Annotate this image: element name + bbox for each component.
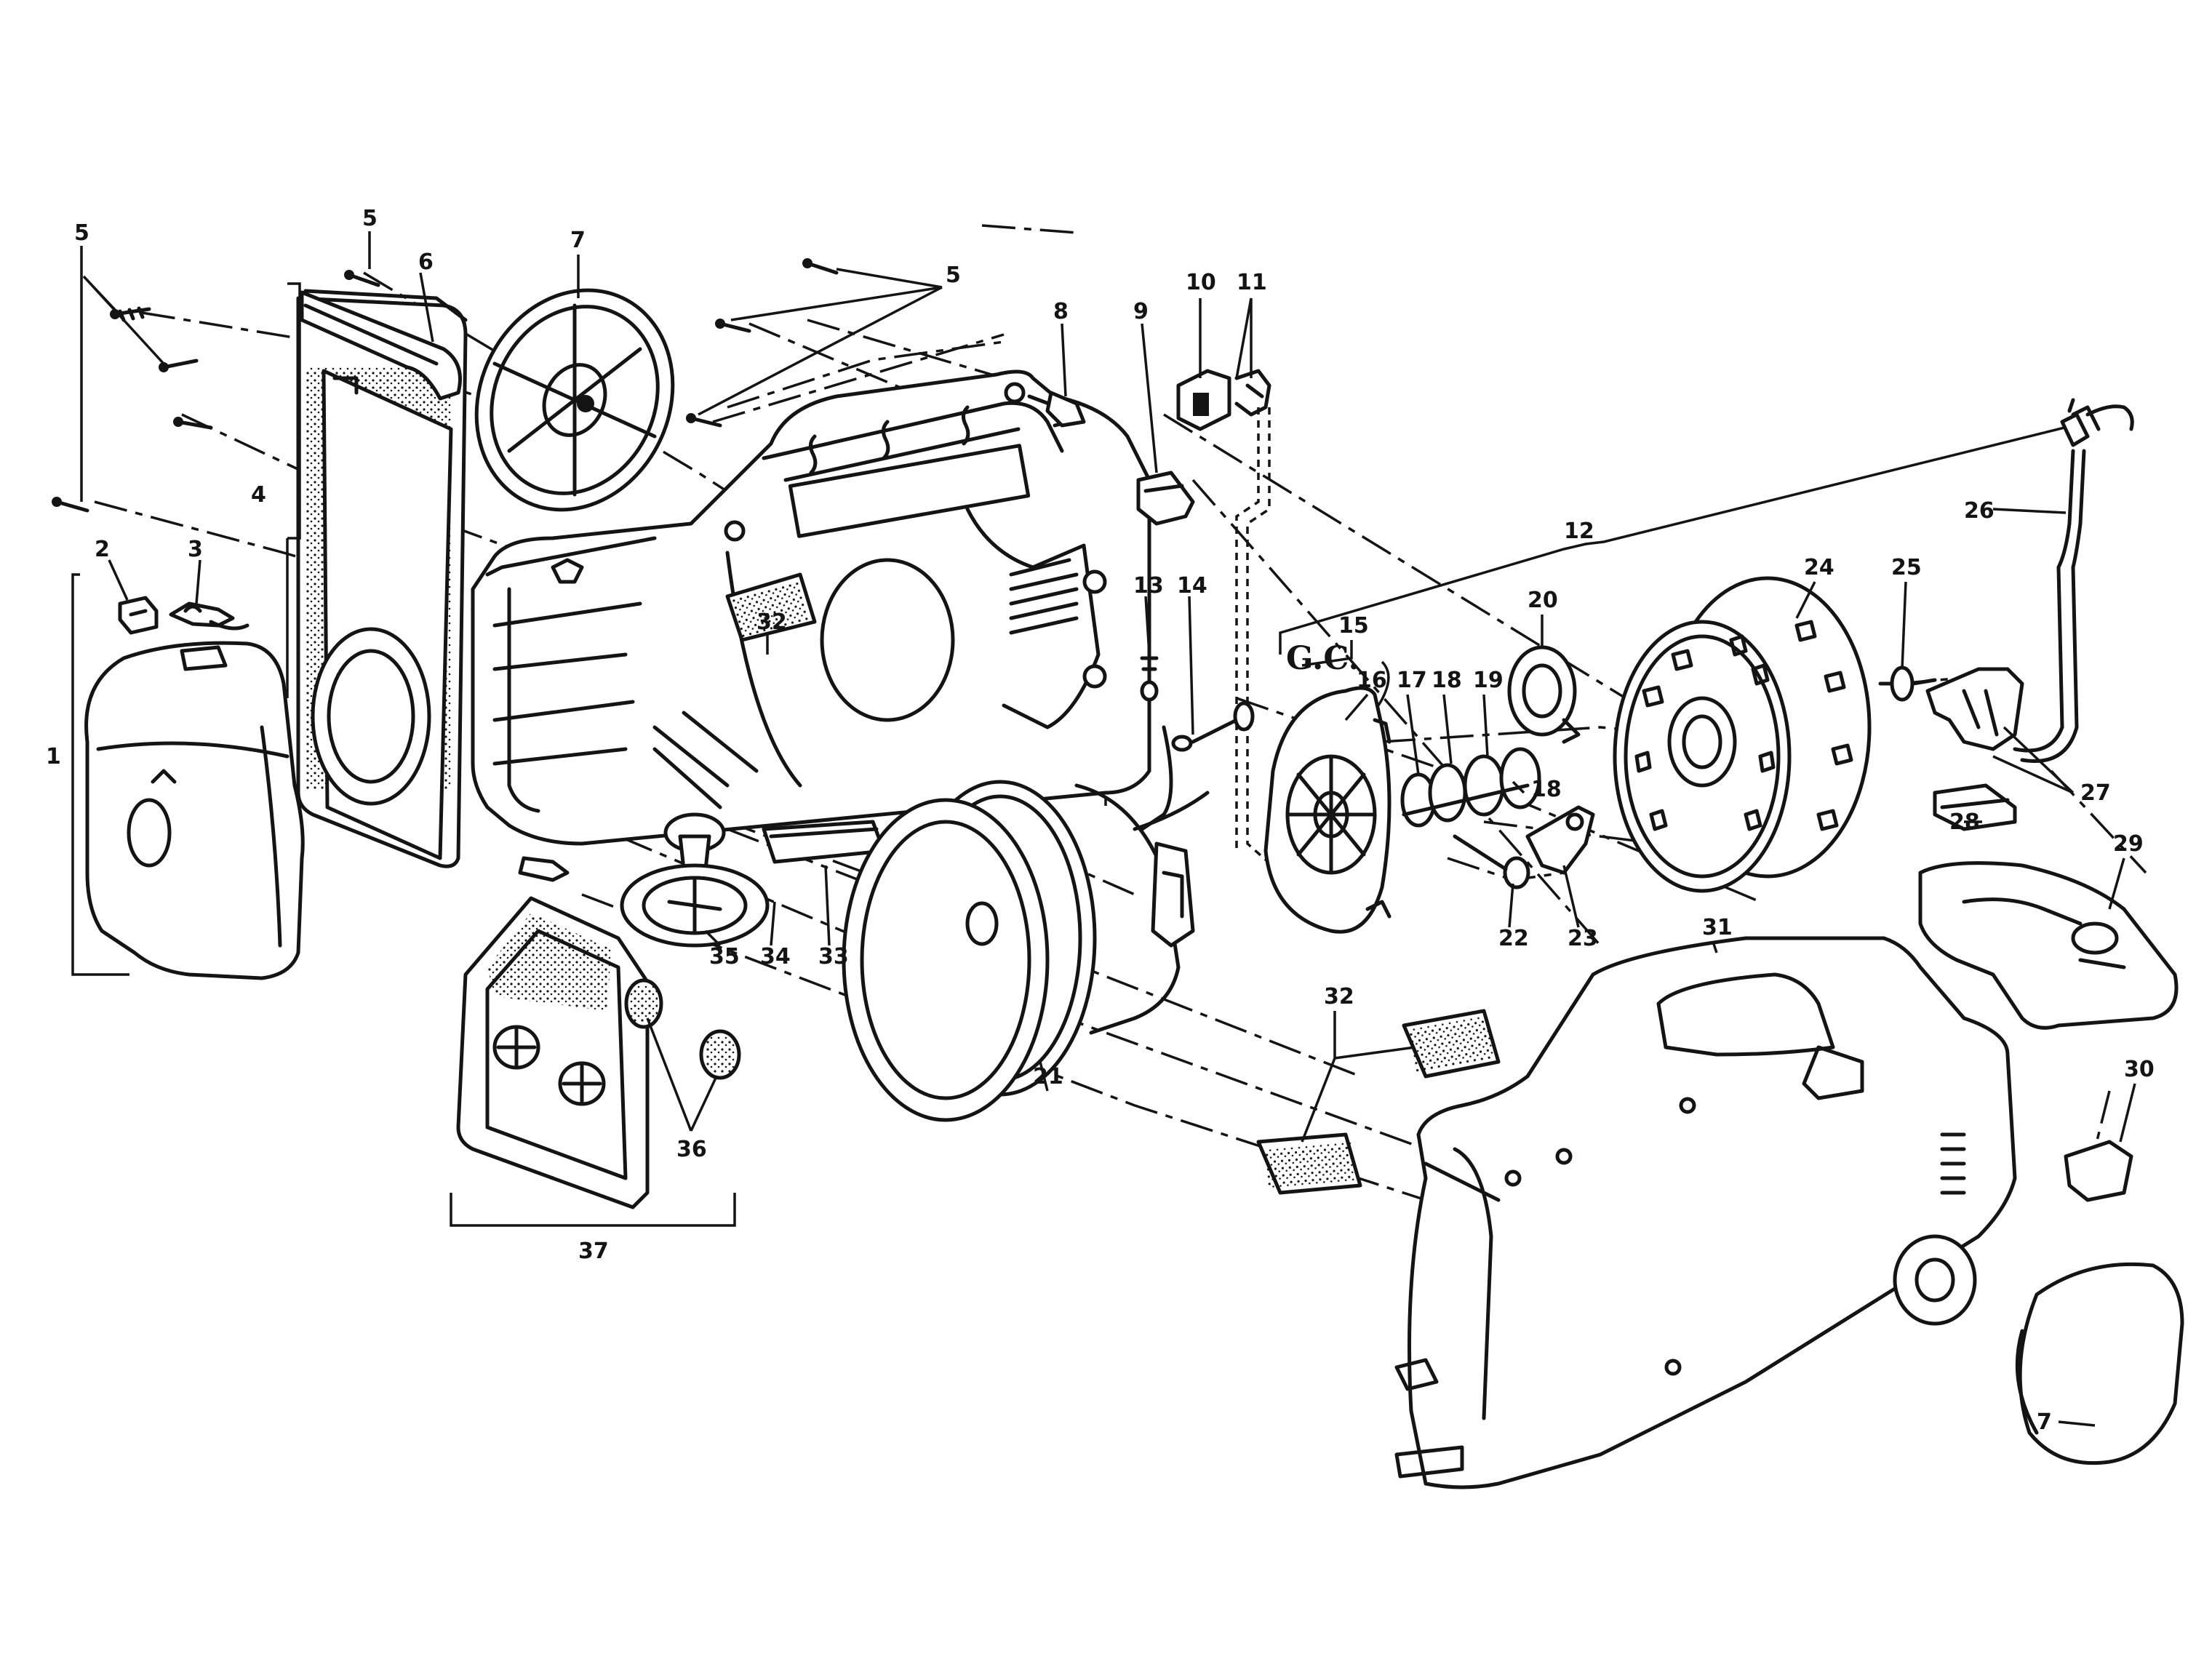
callout-36: 36 bbox=[676, 1137, 707, 1162]
part-25-axle bbox=[1878, 665, 1937, 702]
callout-19: 19 bbox=[1473, 668, 1504, 693]
leader-lines bbox=[71, 231, 2136, 1427]
callout-23: 23 bbox=[1568, 926, 1598, 951]
part-7-wheel-bottom bbox=[2015, 1262, 2184, 1465]
part-11-switch-bracket bbox=[1234, 369, 1271, 417]
part-36-caps bbox=[624, 978, 741, 1080]
part-7-wheel-top bbox=[474, 288, 675, 512]
callout-1: 1 bbox=[46, 744, 61, 769]
callout-11: 11 bbox=[1237, 270, 1267, 295]
callout-18a: 18 bbox=[1432, 668, 1462, 693]
part-24-cord-reel bbox=[1613, 576, 1872, 893]
callout-26: 26 bbox=[1964, 498, 1995, 524]
callout-9: 9 bbox=[1133, 299, 1149, 324]
parts-17-19-contacts bbox=[1400, 747, 1541, 828]
part-13-screw bbox=[1140, 652, 1159, 702]
part-28-clip bbox=[1933, 783, 2017, 831]
callout-25: 25 bbox=[1891, 555, 1922, 580]
part-22-spring bbox=[1453, 834, 1530, 889]
callout-2: 2 bbox=[95, 537, 110, 562]
callout-5b: 5 bbox=[362, 206, 378, 231]
part-30-small-part bbox=[2064, 1140, 2133, 1202]
callout-28: 28 bbox=[1949, 809, 1980, 835]
callout-16: 16 bbox=[1357, 668, 1387, 693]
part-3-spring bbox=[169, 601, 249, 631]
callout-4: 4 bbox=[251, 482, 266, 508]
callout-12: 12 bbox=[1564, 519, 1594, 544]
callout-29: 29 bbox=[2113, 831, 2144, 857]
part-2-clip bbox=[118, 596, 159, 635]
part-33-filter-block bbox=[762, 820, 886, 864]
part-21-motor bbox=[842, 780, 1210, 1122]
part-16-reel-plate bbox=[1263, 686, 1392, 934]
part-29-handle-socket bbox=[1918, 861, 2179, 1030]
callout-17: 17 bbox=[1397, 668, 1427, 693]
callout-6: 6 bbox=[418, 249, 434, 275]
callout-30: 30 bbox=[2124, 1057, 2155, 1082]
callout-14: 14 bbox=[1177, 573, 1207, 599]
part-6-rail bbox=[300, 290, 462, 401]
part-26-cord-plug bbox=[2013, 398, 2134, 763]
part-23-arm bbox=[1525, 805, 1595, 875]
part-32-upper-brush bbox=[725, 572, 817, 642]
callout-37: 37 bbox=[578, 1239, 609, 1264]
callout-18b: 18 bbox=[1531, 777, 1562, 802]
callout-22: 22 bbox=[1498, 926, 1529, 951]
callout-33: 33 bbox=[818, 944, 849, 969]
part-31-base-body bbox=[1394, 936, 2017, 1489]
callout-13: 13 bbox=[1133, 573, 1164, 599]
callout-7b: 7 bbox=[2037, 1409, 2052, 1435]
callout-24: 24 bbox=[1804, 555, 1834, 580]
callout-15: 15 bbox=[1338, 613, 1369, 639]
callout-labels: 1 2 3 4 5 5 5 6 7 7 8 9 10 11 12 13 14 1… bbox=[46, 206, 2155, 1435]
callout-34: 34 bbox=[760, 944, 791, 969]
part-10-switch bbox=[1176, 369, 1231, 431]
callout-32a: 32 bbox=[756, 609, 787, 635]
part-37-rear-panel bbox=[456, 896, 650, 1209]
callout-7a: 7 bbox=[570, 228, 586, 253]
part-4-filter-frame bbox=[296, 289, 468, 868]
callout-3: 3 bbox=[188, 537, 203, 562]
callout-31: 31 bbox=[1702, 915, 1733, 940]
callout-27: 27 bbox=[2080, 780, 2111, 806]
part-12-bracket bbox=[1279, 424, 2082, 655]
part-9-hinge bbox=[1136, 471, 1195, 526]
part-20-hub bbox=[1507, 645, 1581, 744]
callout-5c: 5 bbox=[946, 263, 961, 288]
part-27-cord-holder bbox=[1925, 667, 2024, 751]
callout-32b: 32 bbox=[1324, 984, 1354, 1009]
part-8-latch bbox=[1045, 391, 1086, 428]
part-1-bag-cover bbox=[84, 641, 305, 980]
callout-8: 8 bbox=[1053, 299, 1069, 324]
part-5-screws bbox=[52, 258, 839, 513]
part-35-damper bbox=[620, 863, 770, 948]
callout-10: 10 bbox=[1186, 270, 1216, 295]
part-32-lower-brushes bbox=[1256, 1009, 1501, 1195]
part-14-bolt bbox=[1171, 701, 1255, 752]
callout-21: 21 bbox=[1033, 1064, 1063, 1089]
callout-35: 35 bbox=[709, 944, 740, 969]
callout-5a: 5 bbox=[74, 220, 89, 246]
callout-20: 20 bbox=[1528, 588, 1558, 613]
